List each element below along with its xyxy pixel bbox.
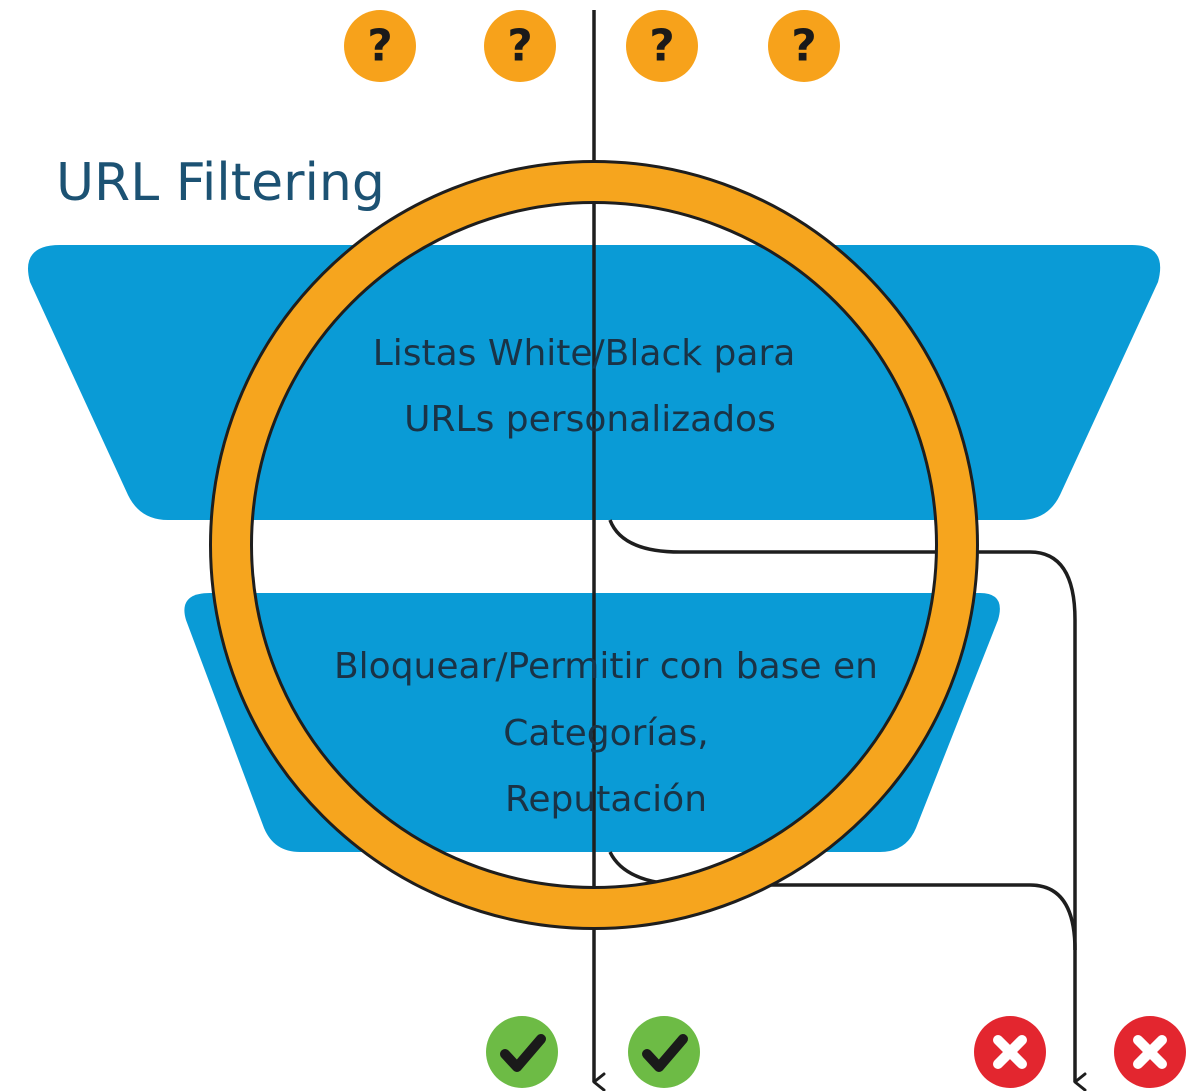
stage-1-text: Listas White/Black para URLs personaliza… [373, 333, 796, 440]
svg-text:?: ? [507, 21, 533, 72]
stage-2-line-1: Bloquear/Permitir con base en [334, 646, 878, 687]
check-icon [628, 1016, 700, 1088]
stage-2-text: Bloquear/Permitir con base en Categorías… [334, 646, 878, 820]
blocked-outcomes [974, 1016, 1186, 1088]
question-icon: ? [626, 10, 698, 82]
incoming-items: ? ? ? ? [344, 10, 840, 82]
stage-1-line-1: Listas White/Black para [373, 333, 796, 374]
stage-2-line-2: Categorías, [503, 713, 708, 754]
question-icon: ? [768, 10, 840, 82]
diagram-title: URL Filtering [56, 153, 385, 213]
stage-2-line-3: Reputación [505, 779, 707, 820]
x-icon [1114, 1016, 1186, 1088]
block-branch-2 [608, 851, 1077, 951]
x-icon [974, 1016, 1046, 1088]
block-branch-1 [608, 519, 1087, 1091]
stage-1-line-2: URLs personalizados [404, 399, 776, 440]
allowed-outcomes [486, 1016, 700, 1088]
highlight-ring-fill [212, 163, 976, 927]
question-icon: ? [484, 10, 556, 82]
svg-text:?: ? [649, 21, 675, 72]
filter-stage-2 [184, 593, 1000, 852]
svg-text:?: ? [791, 21, 817, 72]
question-icon: ? [344, 10, 416, 82]
svg-text:?: ? [367, 21, 393, 72]
check-icon [486, 1016, 558, 1088]
